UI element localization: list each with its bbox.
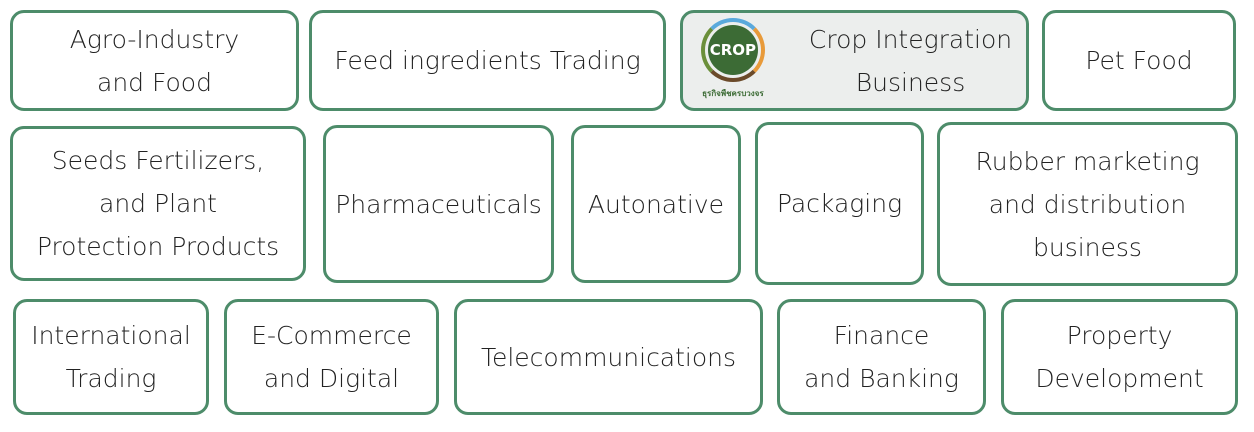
category-pet-food[interactable]: Pet Food — [1042, 10, 1236, 111]
category-international-trading[interactable]: International Trading — [13, 299, 209, 415]
category-automotive[interactable]: Autonative — [571, 125, 741, 283]
category-label: Property Development — [1035, 321, 1204, 393]
category-label: Seeds Fertilizers, and Plant Protection … — [36, 146, 280, 261]
category-rubber-marketing[interactable]: Rubber marketing and distribution busine… — [937, 122, 1238, 286]
category-packaging[interactable]: Packaging — [755, 122, 924, 285]
category-label: Pet Food — [1085, 46, 1193, 75]
category-label: Pharmaceuticals — [335, 189, 542, 219]
category-telecommunications[interactable]: Telecommunications — [454, 299, 763, 415]
category-pharmaceuticals[interactable]: Pharmaceuticals — [323, 125, 554, 283]
category-label: Packaging — [776, 189, 903, 218]
category-label: Rubber marketing and distribution busine… — [975, 146, 1200, 262]
category-label: International Trading — [31, 321, 191, 393]
category-label: Crop Integration Business — [808, 24, 1013, 97]
category-label: E-Commerce and Digital — [251, 321, 412, 393]
category-ecommerce-digital[interactable]: E-Commerce and Digital — [224, 299, 439, 415]
category-property-development[interactable]: Property Development — [1001, 299, 1238, 415]
crop-logo: CROP ธุรกิจพืชครบวงจร — [697, 17, 769, 104]
category-label: Finance and Banking — [804, 321, 959, 393]
category-finance-banking[interactable]: Finance and Banking — [777, 299, 986, 415]
category-seeds-fertilizers[interactable]: Seeds Fertilizers, and Plant Protection … — [10, 126, 306, 281]
category-label: Feed ingredients Trading — [334, 46, 641, 75]
category-label: Autonative — [587, 189, 725, 219]
category-crop-integration[interactable]: CROP ธุรกิจพืชครบวงจร Crop Integration B… — [680, 10, 1029, 111]
category-feed-ingredients[interactable]: Feed ingredients Trading — [309, 10, 666, 111]
category-agro-industry[interactable]: Agro-Industry and Food — [10, 10, 299, 111]
category-label: Agro-Industry and Food — [69, 24, 240, 97]
category-label: Telecommunications — [480, 342, 737, 372]
